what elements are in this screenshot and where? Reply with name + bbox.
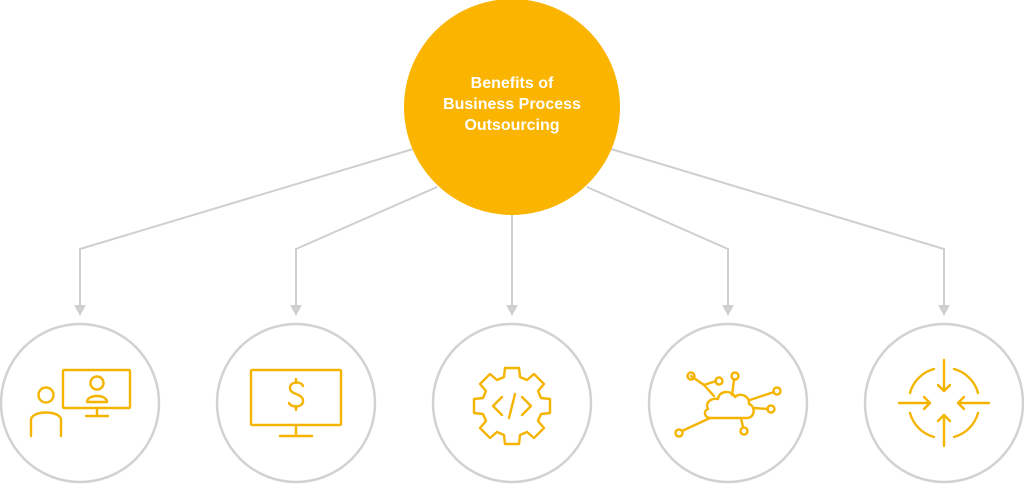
hub-title: Benefits of Business Process Outsourcing xyxy=(412,73,612,136)
connector-1 xyxy=(79,148,414,306)
connectors xyxy=(74,148,950,316)
arrowhead-5 xyxy=(938,305,950,316)
connector-4 xyxy=(586,186,729,306)
connector-5 xyxy=(610,148,945,306)
hub-title-line-1: Benefits of xyxy=(470,75,554,92)
arrowhead-3 xyxy=(506,305,518,316)
connector-2 xyxy=(295,186,438,306)
node-circle-5 xyxy=(863,322,1024,484)
arrowhead-1 xyxy=(74,305,86,316)
dollar-monitor-icon xyxy=(249,368,343,438)
arrowhead-2 xyxy=(290,305,302,316)
focus-target-icon xyxy=(897,358,991,448)
node-circle-4 xyxy=(647,322,809,484)
node-circle-1 xyxy=(0,322,161,484)
benefit-nodes xyxy=(0,322,1024,484)
hub-circle xyxy=(404,0,620,215)
node-circle-2 xyxy=(215,322,377,484)
remote-meeting-icon xyxy=(29,368,132,438)
cloud-network-icon xyxy=(674,371,782,438)
arrowhead-4 xyxy=(722,305,734,316)
hub-title-line-3: Outsourcing xyxy=(464,117,560,134)
code-gear-icon xyxy=(472,366,552,446)
hub-title-line-2: Business Process xyxy=(443,96,581,113)
